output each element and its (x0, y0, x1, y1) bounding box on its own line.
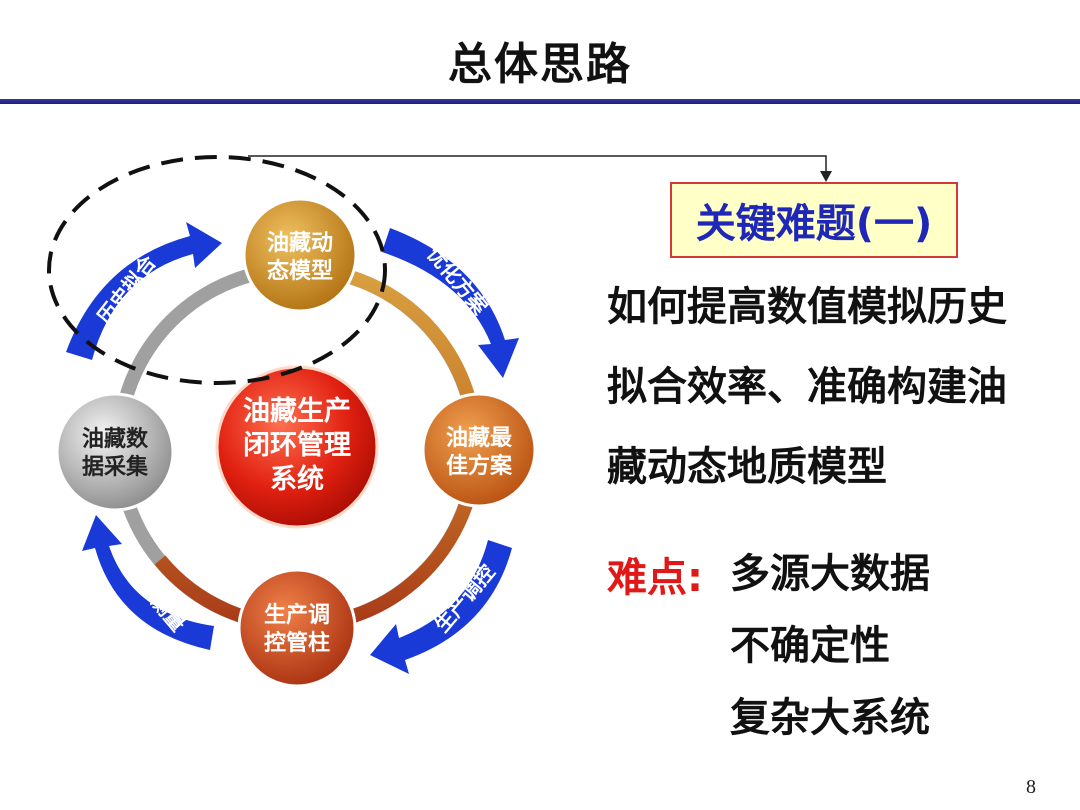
connector-arrowhead (820, 171, 832, 182)
difficulty-item: 不确定性 (730, 623, 890, 669)
node-top-line-1: 油藏动 (267, 231, 333, 256)
node-reservoir-dynamic-model: 油藏动 态模型 (242, 197, 358, 313)
key-problem-description: 如何提高数值模拟历史 拟合效率、准确构建油 藏动态地质模型 (607, 278, 1067, 518)
center-line-2: 闭环管理 (243, 430, 351, 461)
node-bottom-line-2: 控管柱 (264, 630, 330, 656)
page-number: 8 (1026, 776, 1036, 798)
node-production-control: 生产调 控管柱 (237, 568, 357, 688)
center-line-3: 系统 (270, 463, 324, 495)
arrow-label-top-right: 优化方案 (422, 242, 492, 319)
node-bottom-line-1: 生产调 (264, 603, 330, 628)
center-node: 油藏生产 闭环管理 系统 (215, 365, 379, 529)
arrow-bottom-left (82, 515, 214, 650)
key-problem-box: 关键难题(一) (670, 182, 958, 258)
highlight-dashed-ellipse (47, 155, 387, 385)
difficulty-item: 复杂大系统 (730, 695, 930, 741)
page-title: 总体思路 (448, 39, 632, 90)
node-left-line-2: 据采集 (82, 454, 149, 480)
difficulty-item: 多源大数据 (730, 551, 930, 597)
arrow-top-left (66, 222, 222, 360)
node-right-line-2: 佳方案 (446, 453, 513, 479)
difficulty-list: 多源大数据 不确定性 复杂大系统 (730, 545, 930, 761)
description-line: 如何提高数值模拟历史 (607, 284, 1007, 330)
node-data-collection: 油藏数 据采集 (55, 392, 175, 512)
arrow-bottom-right (370, 540, 512, 674)
node-top-line-2: 态模型 (267, 258, 333, 284)
difficulty-label: 难点: (607, 555, 703, 601)
node-left-line-1: 油藏数 (82, 426, 149, 452)
arrow-top-right (382, 228, 519, 378)
description-line: 藏动态地质模型 (607, 444, 887, 490)
connector-line (248, 155, 827, 175)
node-right-line-1: 油藏最 (446, 426, 513, 451)
center-line-1: 油藏生产 (243, 396, 351, 427)
description-line: 拟合效率、准确构建油 (607, 364, 1007, 410)
node-best-plan: 油藏最 佳方案 (421, 392, 537, 508)
key-problem-title: 关键难题(一) (695, 201, 933, 247)
title-underline (0, 99, 1080, 104)
